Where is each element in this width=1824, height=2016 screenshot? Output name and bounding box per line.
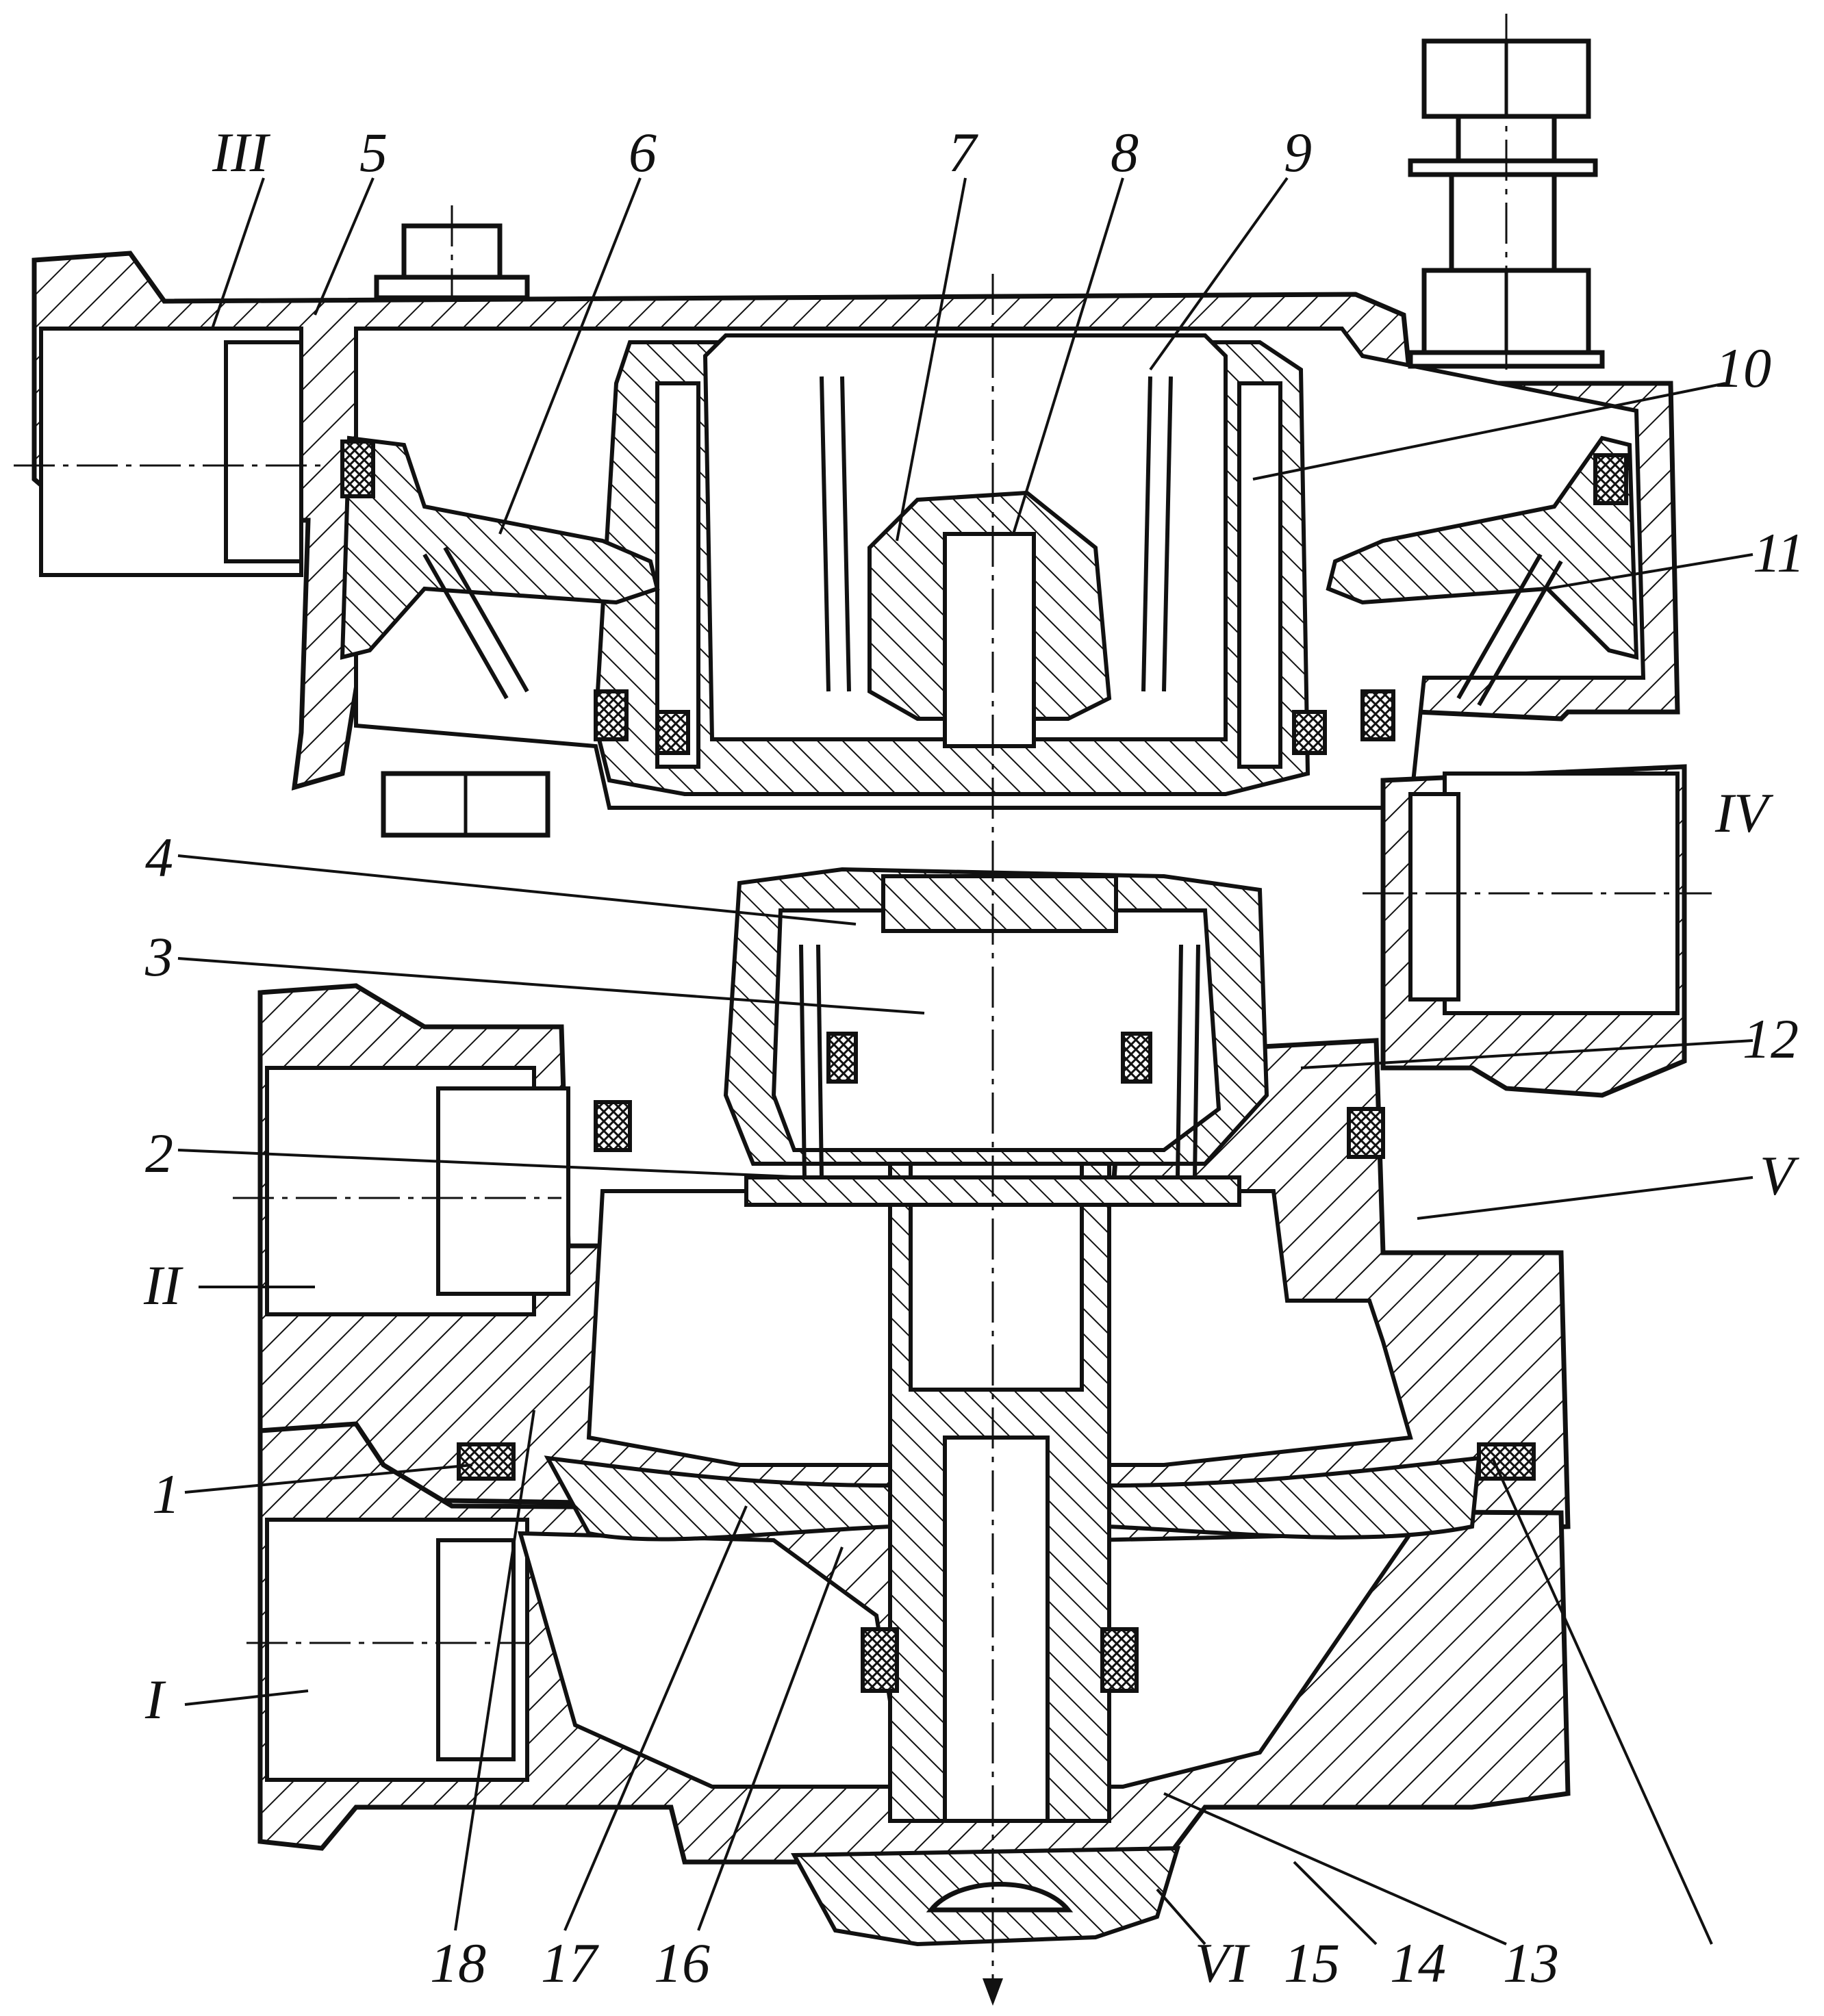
port-IV [1380,764,1687,1098]
valve-12 [723,867,1269,1166]
flow-arrow [983,1978,1003,2006]
label-18: 18 [430,1932,486,1994]
port-label-IV: IV [1714,782,1773,844]
port-label-II: II [143,1254,183,1316]
diaphragm-17 [544,1455,1482,1542]
port-label-I: I [144,1668,166,1731]
label-13: 13 [1503,1932,1559,1994]
label-8: 8 [1111,121,1139,183]
label-14: 14 [1390,1932,1446,1994]
lower-nut [381,771,550,838]
port-label-V: V [1760,1145,1799,1207]
springs [422,376,1563,1178]
port-label-III: III [212,121,271,183]
label-5: 5 [359,121,388,183]
cap-VI [790,1846,1181,1947]
label-12: 12 [1743,1008,1799,1070]
label-15: 15 [1284,1932,1340,1994]
label-7: 7 [948,121,978,183]
label-17: 17 [541,1932,599,1994]
part-labels: 1 2 3 4 5 6 7 8 9 10 11 12 13 14 15 16 1… [143,121,1805,1994]
label-3: 3 [144,926,173,988]
port-label-VI: VI [1195,1932,1250,1994]
center-lines [14,14,1712,1985]
label-6: 6 [629,121,657,183]
label-4: 4 [145,826,173,889]
label-9: 9 [1284,121,1312,183]
label-10: 10 [1715,337,1771,399]
label-16: 16 [654,1932,710,1994]
label-11: 11 [1753,522,1805,584]
leader-lines [177,177,1753,1945]
plunger-7-8 [867,490,1112,748]
label-1: 1 [152,1463,180,1525]
diaphragm-6 [340,435,660,660]
o-rings [340,439,1628,1693]
diaphragm-10 [1326,435,1639,660]
label-2: 2 [145,1122,173,1184]
